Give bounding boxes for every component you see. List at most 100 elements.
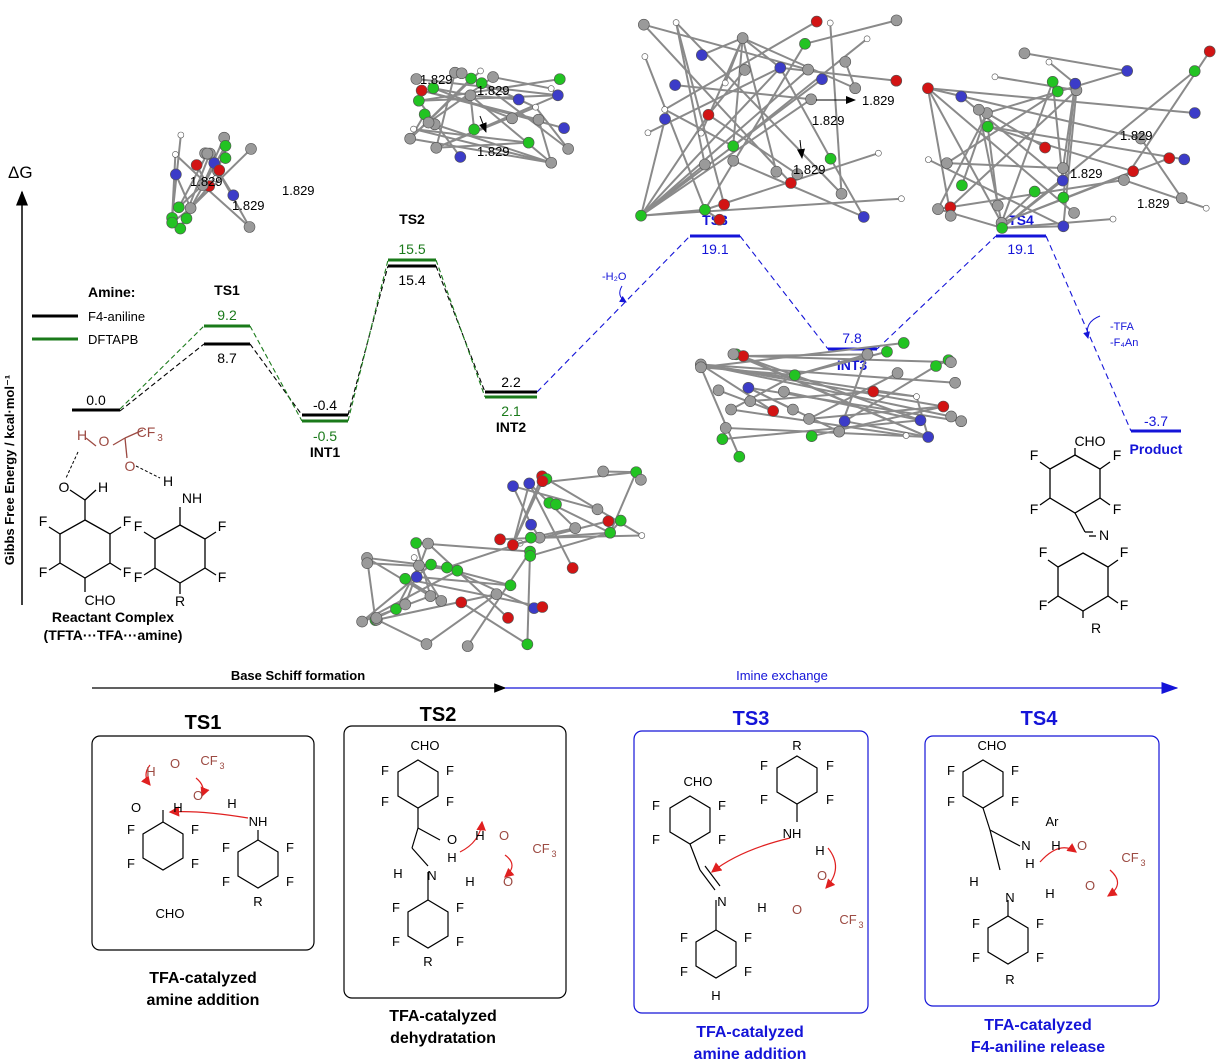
ts2-mechanism-box: TS2 CHO F F F F O H H O CF 3 O H N bbox=[343, 704, 567, 1047]
svg-text:F: F bbox=[744, 930, 752, 945]
svg-text:F: F bbox=[446, 763, 454, 778]
svg-text:TFA-catalyzed: TFA-catalyzed bbox=[696, 1024, 804, 1041]
svg-text:F: F bbox=[947, 794, 955, 809]
svg-text:3: 3 bbox=[858, 920, 863, 930]
y-axis-label: Gibbs Free Energy / kcal·mol⁻¹ bbox=[2, 375, 17, 565]
label-int1: INT1 bbox=[310, 444, 341, 460]
energy-values: 0.0 TS1 9.2 8.7 -0.4 -0.5 INT1 TS2 15.5 … bbox=[86, 211, 1183, 460]
svg-text:NH: NH bbox=[182, 490, 202, 506]
svg-text:F: F bbox=[680, 964, 688, 979]
phase-label-imine-exchange: Imine exchange bbox=[736, 668, 828, 683]
svg-text:CF: CF bbox=[532, 841, 549, 856]
svg-text:H: H bbox=[98, 479, 108, 495]
svg-text:TS1: TS1 bbox=[185, 712, 222, 734]
distance-ts3-b: 1.829 bbox=[812, 113, 845, 128]
svg-text:Ar: Ar bbox=[1046, 814, 1060, 829]
svg-text:dehydratation: dehydratation bbox=[390, 1030, 496, 1047]
svg-text:H: H bbox=[969, 874, 978, 889]
svg-text:TS4: TS4 bbox=[1021, 708, 1059, 730]
svg-text:TFA-catalyzed: TFA-catalyzed bbox=[149, 970, 257, 987]
svg-text:O: O bbox=[1085, 878, 1095, 893]
svg-text:3: 3 bbox=[1140, 858, 1145, 868]
svg-text:H: H bbox=[163, 473, 173, 489]
svg-text:O: O bbox=[447, 832, 457, 847]
distance-pointer-arrows bbox=[479, 96, 856, 159]
f4an-release-note: -F₄An bbox=[1110, 337, 1138, 349]
svg-text:O: O bbox=[59, 479, 70, 495]
value-ts4: 19.1 bbox=[1007, 241, 1034, 257]
svg-text:3: 3 bbox=[219, 761, 224, 771]
svg-text:CF: CF bbox=[1121, 850, 1138, 865]
svg-text:O: O bbox=[1077, 838, 1087, 853]
svg-text:CF: CF bbox=[839, 912, 856, 927]
svg-text:CHO: CHO bbox=[978, 738, 1007, 753]
svg-text:R: R bbox=[253, 894, 262, 909]
molecule-model bbox=[694, 337, 967, 463]
svg-text:N: N bbox=[1021, 838, 1030, 853]
distance-ts2-b: 1.829 bbox=[477, 83, 510, 98]
legend-item-f4-aniline: F4-aniline bbox=[88, 309, 145, 324]
svg-text:F: F bbox=[39, 513, 48, 529]
molecular-models bbox=[166, 14, 1216, 652]
svg-text:H: H bbox=[465, 874, 474, 889]
svg-text:F: F bbox=[826, 758, 834, 773]
legend-item-dftapb: DFTAPB bbox=[88, 332, 138, 347]
distance-ts4-b: 1.829 bbox=[1070, 166, 1103, 181]
svg-text:NH: NH bbox=[249, 814, 268, 829]
molecule-model bbox=[166, 131, 257, 235]
svg-text:F: F bbox=[218, 518, 227, 534]
svg-text:O: O bbox=[131, 800, 141, 815]
distance-ts1-a: 1.829 bbox=[190, 174, 223, 189]
tfa-release-arrow bbox=[1083, 315, 1101, 339]
svg-text:F: F bbox=[127, 822, 135, 837]
distance-ts4-a: 1.829 bbox=[1120, 128, 1153, 143]
svg-text:F: F bbox=[127, 856, 135, 871]
distance-ts2-a: 1.829 bbox=[420, 72, 453, 87]
molecule-model bbox=[356, 537, 549, 652]
svg-text:O: O bbox=[99, 433, 110, 449]
reactant-complex-structure: H O O CF 3 O H H NH F F F F CHO F F F F … bbox=[39, 424, 227, 643]
svg-text:H: H bbox=[227, 796, 236, 811]
svg-text:TFA-catalyzed: TFA-catalyzed bbox=[389, 1008, 497, 1025]
svg-text:H: H bbox=[1045, 886, 1054, 901]
svg-text:F: F bbox=[456, 934, 464, 949]
svg-text:F: F bbox=[222, 840, 230, 855]
svg-text:CHO: CHO bbox=[411, 738, 440, 753]
molecule-model bbox=[922, 45, 1216, 234]
svg-text:O: O bbox=[125, 458, 136, 474]
svg-text:F: F bbox=[381, 763, 389, 778]
value-ts1-black: 8.7 bbox=[217, 350, 237, 366]
svg-text:CHO: CHO bbox=[684, 774, 713, 789]
value-ts3: 19.1 bbox=[701, 241, 728, 257]
svg-text:F: F bbox=[652, 798, 660, 813]
ts1-mechanism-box: TS1 H O CF 3 O H O H NH F F F F CHO F F bbox=[91, 712, 315, 1009]
svg-text:F: F bbox=[191, 822, 199, 837]
connectors-black bbox=[119, 265, 486, 416]
svg-text:F: F bbox=[218, 569, 227, 585]
value-product: -3.7 bbox=[1144, 413, 1168, 429]
value-int1-green: -0.5 bbox=[313, 428, 337, 444]
svg-text:H: H bbox=[757, 900, 766, 915]
svg-text:F: F bbox=[456, 900, 464, 915]
svg-text:N: N bbox=[1005, 890, 1014, 905]
svg-text:F: F bbox=[123, 513, 132, 529]
svg-text:amine addition: amine addition bbox=[694, 1046, 807, 1063]
value-int2-green: 2.1 bbox=[501, 403, 521, 419]
value-int1-black: -0.4 bbox=[313, 397, 337, 413]
reactant-subtitle: (TFTA···TFA···amine) bbox=[44, 627, 183, 643]
svg-text:F: F bbox=[1011, 763, 1019, 778]
svg-text:H: H bbox=[77, 427, 87, 443]
ts3-mechanism-box: TS3 R F F F F NH H CHO F F F F O bbox=[633, 708, 869, 1063]
svg-text:F: F bbox=[972, 916, 980, 931]
svg-text:H: H bbox=[173, 800, 182, 815]
svg-text:CHO: CHO bbox=[156, 906, 185, 921]
svg-text:F: F bbox=[680, 930, 688, 945]
svg-text:3: 3 bbox=[157, 433, 163, 444]
water-release-arrow bbox=[619, 285, 627, 303]
svg-text:F4-aniline release: F4-aniline release bbox=[971, 1039, 1105, 1056]
phase-label-base-schiff: Base Schiff formation bbox=[231, 668, 365, 683]
tfa-release-note: -TFA bbox=[1110, 321, 1134, 333]
svg-text:H: H bbox=[146, 764, 155, 779]
water-release-note: -H₂O bbox=[602, 271, 627, 283]
molecule-model bbox=[635, 14, 905, 226]
